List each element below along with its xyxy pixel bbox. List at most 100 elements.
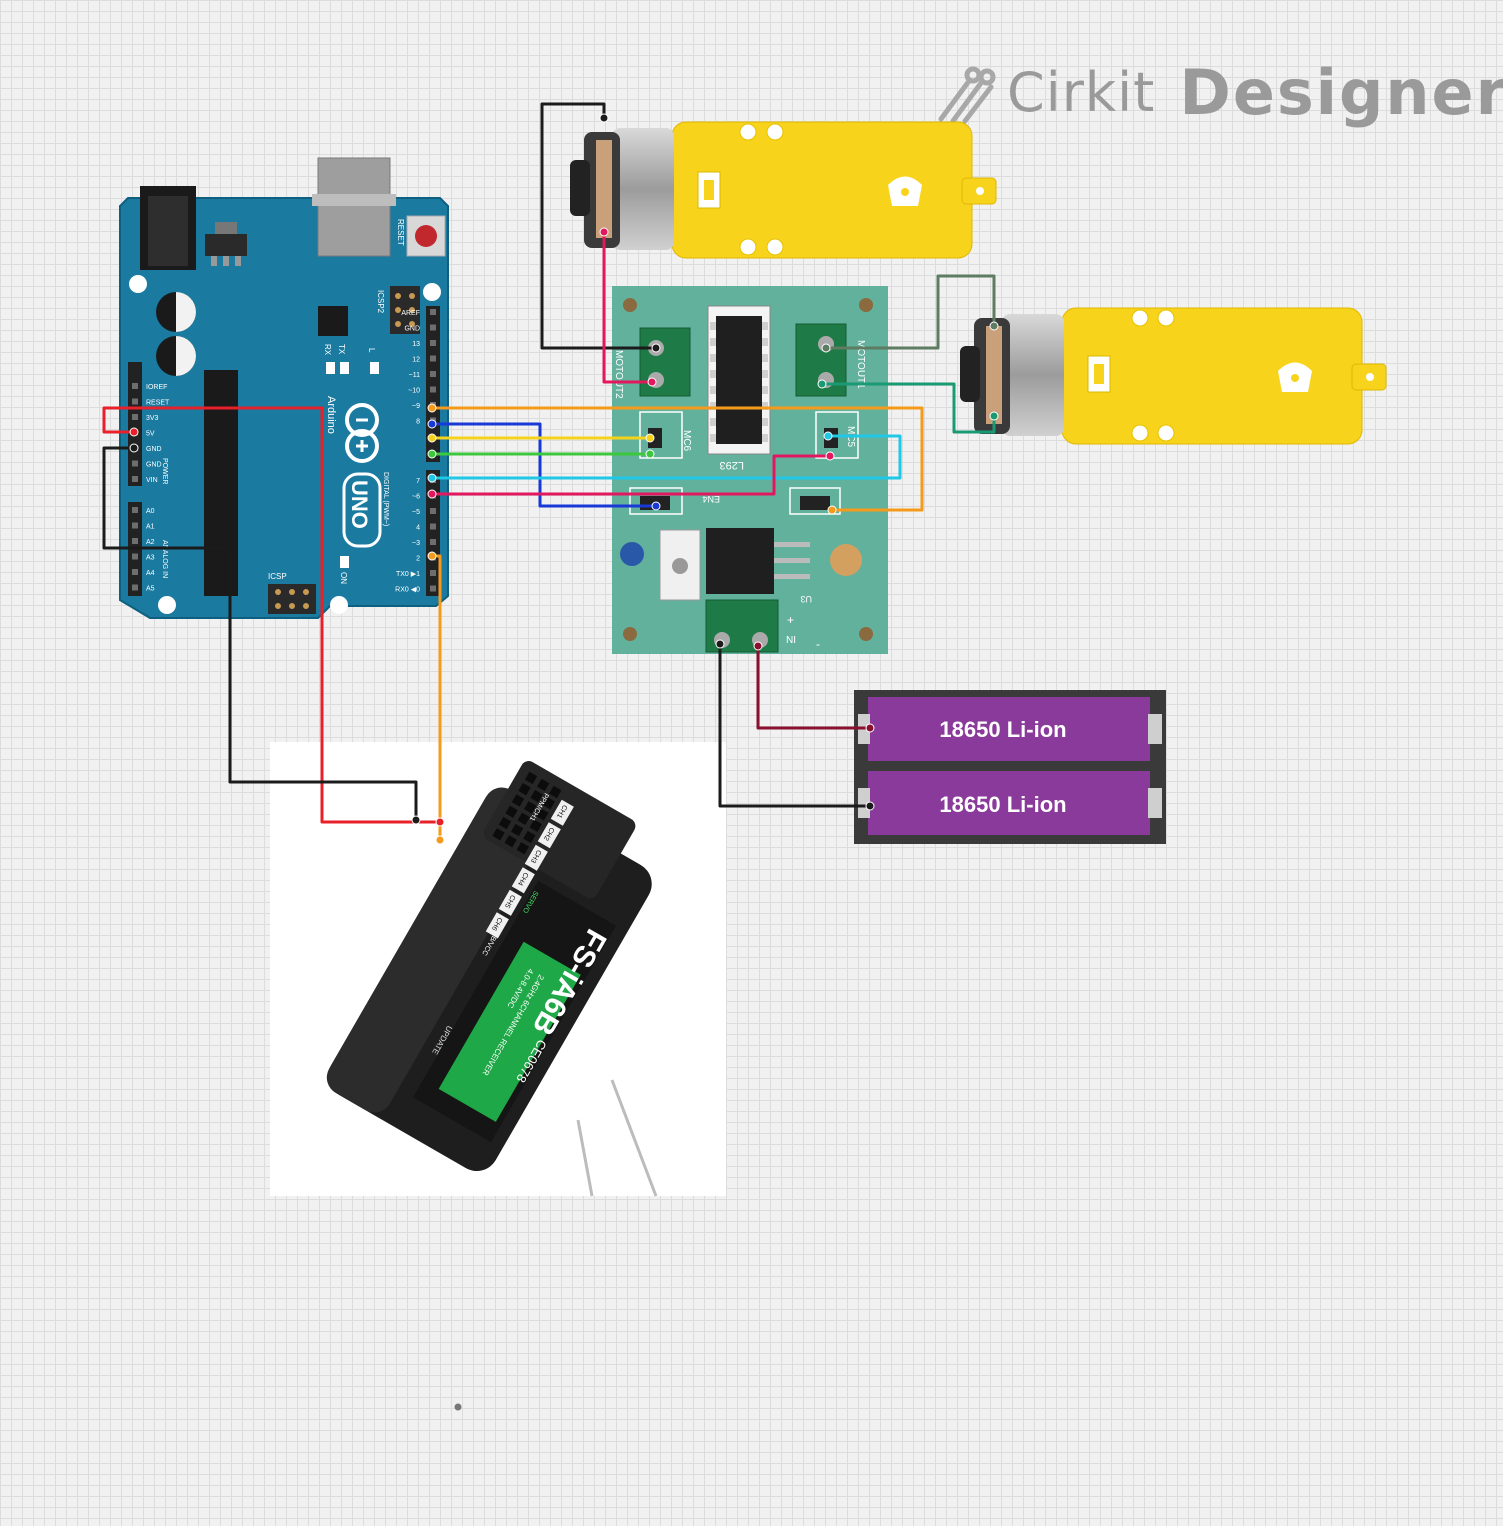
digital-pin-socket[interactable] <box>430 539 436 545</box>
wire-pin6-crimson[interactable] <box>430 454 832 496</box>
wire-endpoint[interactable] <box>865 801 875 811</box>
analog-pin-socket[interactable] <box>132 522 138 529</box>
wire-endpoint[interactable] <box>435 835 445 845</box>
power-pin-socket[interactable] <box>132 476 138 482</box>
power-pin-socket[interactable] <box>132 398 138 405</box>
power-pin-socket[interactable] <box>132 460 138 467</box>
in-label: IN <box>786 633 796 644</box>
wire-endpoint[interactable] <box>989 411 999 421</box>
power-pin-socket[interactable] <box>132 414 138 420</box>
digital-pin-label: ~6 <box>412 494 420 501</box>
ic-pin <box>710 370 716 378</box>
wire-endpoint[interactable] <box>427 449 437 459</box>
flysky-fs-ia6b-receiver[interactable]: FS-iA6B 2.4GHz 6CHANNEL RECEIVER 4.0-8.4… <box>270 742 726 1197</box>
servo-socket[interactable] <box>530 790 543 803</box>
digital-pin-socket[interactable] <box>430 508 436 514</box>
motout2-label: MOTOUT2 <box>613 350 624 399</box>
wire-5v-red[interactable] <box>102 406 442 824</box>
mount-hole <box>423 283 441 301</box>
wire-endpoint[interactable] <box>647 377 657 387</box>
wire-endpoint[interactable] <box>989 321 999 331</box>
analog-pin-label: A4 <box>146 570 155 577</box>
servo-socket[interactable] <box>511 794 525 807</box>
digital-pin-socket[interactable] <box>430 523 436 530</box>
wire-endpoint[interactable] <box>427 473 437 483</box>
wire-endpoint[interactable] <box>427 403 437 413</box>
channel-tag <box>511 867 535 894</box>
servo-socket[interactable] <box>504 835 517 848</box>
wire-endpoint[interactable] <box>435 817 445 827</box>
servo-socket[interactable] <box>524 801 537 814</box>
wire-endpoint[interactable] <box>129 427 139 437</box>
wire-endpoint[interactable] <box>599 113 609 123</box>
servo-socket[interactable] <box>542 797 555 810</box>
servo-socket[interactable] <box>524 771 538 785</box>
wire-pin10-blue[interactable] <box>430 422 658 508</box>
channel-tag <box>550 799 574 826</box>
wire-endpoint[interactable] <box>645 433 655 443</box>
wire-endpoint[interactable] <box>817 379 827 389</box>
servo-socket[interactable] <box>511 823 524 837</box>
dc-gear-motor-1[interactable] <box>570 121 997 259</box>
wire-endpoint[interactable] <box>645 449 655 459</box>
wire-motor1-red[interactable] <box>602 230 654 384</box>
l293-motor-driver-board[interactable]: L293 MOTOUT2 MOTOUT1 MC6 MC5 EN4 U3 IN +… <box>612 286 888 654</box>
wire-endpoint[interactable] <box>129 443 139 453</box>
digital-pin-socket[interactable] <box>430 309 436 315</box>
wire-pin11-orange[interactable] <box>430 406 924 512</box>
wire-pin7-cyan[interactable] <box>430 434 902 480</box>
digital-pin-socket[interactable] <box>430 585 436 592</box>
wire-endpoint[interactable] <box>827 505 837 515</box>
wire-endpoint[interactable] <box>599 227 609 237</box>
digital-pin-socket[interactable] <box>430 340 436 346</box>
analog-pin-socket[interactable] <box>132 507 138 513</box>
servo-socket[interactable] <box>518 783 531 796</box>
wire-battery-negative-black[interactable] <box>718 642 872 808</box>
servo-socket[interactable] <box>517 812 530 825</box>
digital-pin-label: 4 <box>416 525 420 532</box>
analog-pin-socket[interactable] <box>132 584 138 591</box>
servo-socket[interactable] <box>505 805 518 818</box>
servo-socket[interactable] <box>498 816 512 830</box>
battery-holder-2x18650[interactable]: 18650 Li-ion 18650 Li-ion <box>854 690 1166 844</box>
analog-pin-socket[interactable] <box>132 538 138 544</box>
wire-motor2-graygreen[interactable] <box>824 274 996 350</box>
wire-endpoint[interactable] <box>865 723 875 733</box>
digital-pin-socket[interactable] <box>430 570 436 576</box>
ic-pin <box>762 418 768 426</box>
digital-pin-socket[interactable] <box>430 324 436 331</box>
wire-endpoint[interactable] <box>651 343 661 353</box>
dc-gear-motor-2[interactable] <box>960 307 1387 445</box>
servo-socket[interactable] <box>492 828 505 841</box>
servo-socket[interactable] <box>516 842 529 855</box>
servo-socket[interactable] <box>536 808 549 821</box>
wire-endpoint[interactable] <box>753 641 763 651</box>
wire-endpoint[interactable] <box>427 489 437 499</box>
usb-b-connector <box>317 157 391 257</box>
wire-endpoint[interactable] <box>825 451 835 461</box>
wire-endpoint[interactable] <box>427 551 437 561</box>
l-led <box>370 362 379 374</box>
wire-endpoint[interactable] <box>427 419 437 429</box>
digital-pin-socket[interactable] <box>430 386 436 393</box>
wire-endpoint[interactable] <box>411 815 421 825</box>
wire-endpoint[interactable] <box>823 431 833 441</box>
wire-endpoint[interactable] <box>651 501 661 511</box>
wire-gnd-black[interactable] <box>102 446 418 822</box>
wire-motor2-teal[interactable] <box>820 382 996 434</box>
power-pin-socket[interactable] <box>132 383 138 389</box>
arduino-brand-text: Arduino <box>325 396 337 434</box>
wire-endpoint[interactable] <box>821 343 831 353</box>
wire-battery-positive-maroon[interactable] <box>756 644 872 730</box>
analog-pin-socket[interactable] <box>132 553 138 560</box>
analog-pin-socket[interactable] <box>132 569 138 575</box>
digital-pin-socket[interactable] <box>430 355 436 362</box>
servo-socket[interactable] <box>549 785 562 799</box>
servo-socket[interactable] <box>529 819 542 832</box>
wire-endpoint[interactable] <box>715 639 725 649</box>
digital-pin-socket[interactable] <box>430 371 436 377</box>
wire-endpoint[interactable] <box>427 433 437 443</box>
wire-motor1-black[interactable] <box>540 102 658 350</box>
servo-socket[interactable] <box>537 778 550 792</box>
servo-socket[interactable] <box>523 830 536 844</box>
